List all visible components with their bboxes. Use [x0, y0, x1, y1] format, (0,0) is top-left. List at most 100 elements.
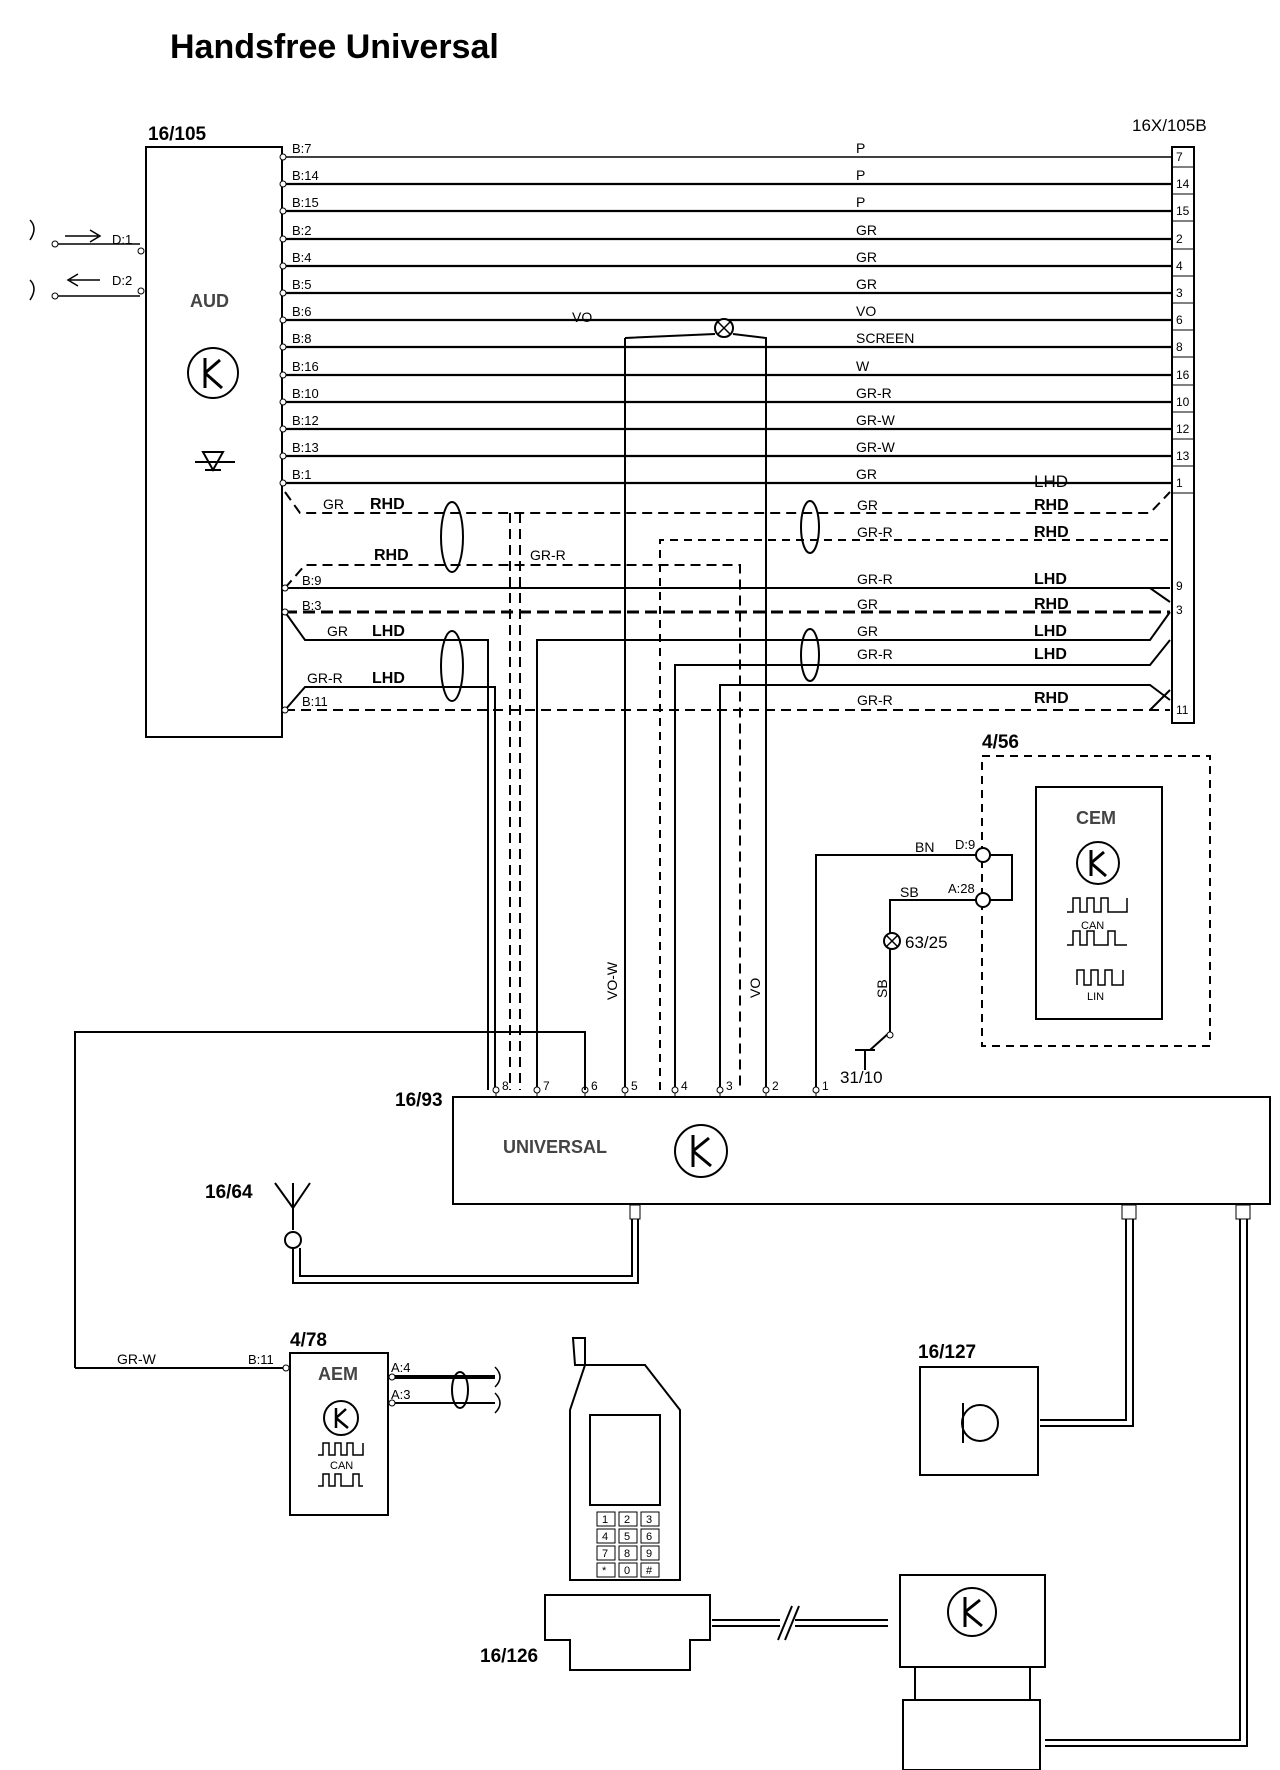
aem-can: CAN — [330, 1460, 353, 1472]
keypad-key: 8 — [618, 1545, 638, 1561]
label-r-grr6: GR-R — [857, 646, 893, 662]
label-r-lhd6: LHD — [1034, 646, 1067, 663]
bus-color-label: GR-R — [856, 385, 892, 401]
cem-ref: 4/56 — [982, 732, 1019, 753]
keypad-key: 2 — [618, 1511, 638, 1527]
keypad-key-label: 6 — [646, 1531, 652, 1543]
label-grr-mid: GR-R — [530, 547, 566, 563]
conn-pin-3b: 3 — [1176, 603, 1183, 617]
bus-color-label: GR — [856, 466, 877, 482]
page-title: Handsfree Universal — [170, 28, 499, 66]
conn-pin-9: 9 — [1176, 579, 1183, 593]
ground-icon — [855, 1031, 894, 1070]
label-r-gr1: GR — [857, 497, 878, 513]
universal-pin-3: 3 — [716, 1079, 733, 1097]
cem-can-wave-icon — [1067, 897, 1128, 946]
universal-pin-label: 3 — [726, 1079, 733, 1093]
label-r-lhd3: LHD — [1034, 571, 1067, 588]
universal-pin-label: 1 — [822, 1079, 829, 1093]
cem-pins — [815, 847, 1013, 1090]
bus-color-label: P — [856, 194, 865, 210]
label-lhd4: LHD — [372, 670, 405, 687]
universal-pin-label: 4 — [681, 1079, 688, 1093]
keypad-key: # — [640, 1562, 660, 1578]
aem-pin-a3: A:3 — [391, 1387, 411, 1402]
label-r-rhd2: RHD — [1034, 524, 1069, 541]
aud-module[interactable] — [145, 146, 283, 738]
label-sb: SB — [874, 979, 890, 998]
connector-block[interactable] — [1171, 146, 1195, 724]
label-vo: VO — [747, 978, 763, 998]
aud-pin-d2: D:2 — [112, 273, 132, 288]
bus-pin-label: B:4 — [292, 250, 312, 265]
aem-wire-grw: GR-W — [117, 1351, 157, 1367]
mic-module[interactable] — [919, 1366, 1039, 1476]
universal-pin-7: 7 — [533, 1079, 550, 1097]
bus-color-label: GR — [856, 249, 877, 265]
bus-conn-number: 12 — [1176, 422, 1190, 436]
aem-ref: 4/78 — [290, 1330, 327, 1351]
phone-interface-module[interactable] — [899, 1574, 1046, 1668]
interface-tab — [914, 1667, 1031, 1701]
bus-pin-label: B:16 — [292, 359, 319, 374]
label-gr1: GR — [323, 496, 344, 512]
cem-module[interactable] — [1035, 786, 1163, 1020]
aem-module[interactable] — [289, 1352, 389, 1516]
label-gr3: GR — [327, 623, 348, 639]
twist-symbols — [440, 500, 820, 702]
keypad-key: 0 — [618, 1562, 638, 1578]
aem-control-icon — [323, 1400, 359, 1436]
keypad-key: 4 — [596, 1528, 616, 1544]
aem-pins — [75, 1364, 501, 1414]
keypad-key-label: 4 — [602, 1531, 608, 1543]
keypad-key-label: 9 — [646, 1548, 652, 1560]
bus-conn-number: 8 — [1176, 340, 1183, 354]
phone-cradle[interactable] — [544, 1594, 711, 1671]
aud-pin-b11: B:11 — [302, 694, 328, 709]
keypad-key-label: 2 — [624, 1514, 630, 1526]
keypad-key-label: * — [602, 1565, 607, 1577]
interface-cable — [1045, 1215, 1248, 1747]
bus-color-label: GR-W — [856, 412, 896, 428]
bus-pin-label: B:1 — [292, 467, 312, 482]
bus-color-label: VO — [856, 303, 876, 319]
splice-ref: 63/25 — [905, 933, 948, 952]
bus-pin-label: B:15 — [292, 195, 319, 210]
keypad-key-label: 5 — [624, 1531, 630, 1543]
phone-icon[interactable] — [569, 1337, 681, 1581]
cem-dashed-outline — [981, 755, 1211, 1047]
bus-pin-label: B:13 — [292, 440, 319, 455]
microphone-icon — [961, 1403, 999, 1443]
label-r-gr4: GR — [857, 596, 878, 612]
label-lhd3: LHD — [372, 623, 405, 640]
connector-ref: 16X/105B — [1132, 116, 1207, 135]
screen-splice-icon — [714, 318, 734, 338]
b6-left-color: VO — [572, 309, 592, 325]
bus-conn-number: 16 — [1176, 368, 1190, 382]
universal-pin-2: 2 — [762, 1079, 779, 1097]
bus-pin-label: B:14 — [292, 168, 319, 183]
aem-pin-a4: A:4 — [391, 1360, 411, 1375]
cem-lin-wave-icon — [1076, 969, 1124, 986]
bus-pin-label: B:6 — [292, 304, 312, 319]
keypad-key-label: 0 — [624, 1565, 630, 1577]
bus-conn-number: 15 — [1176, 204, 1190, 218]
mic-ref: 16/127 — [918, 1342, 976, 1363]
bus-conn-number: 2 — [1176, 232, 1183, 246]
label-vow: VO-W — [604, 961, 620, 1000]
label-r-grr2: GR-R — [857, 524, 893, 540]
universal-pin-label: 5 — [631, 1079, 638, 1093]
label-rhd1: RHD — [370, 496, 405, 513]
universal-module[interactable] — [452, 1096, 1271, 1205]
aem-name: AEM — [318, 1364, 358, 1384]
keypad-key-label: 1 — [602, 1514, 608, 1526]
keypad-key-label: 7 — [602, 1548, 608, 1560]
bus-pin-label: B:8 — [292, 331, 312, 346]
